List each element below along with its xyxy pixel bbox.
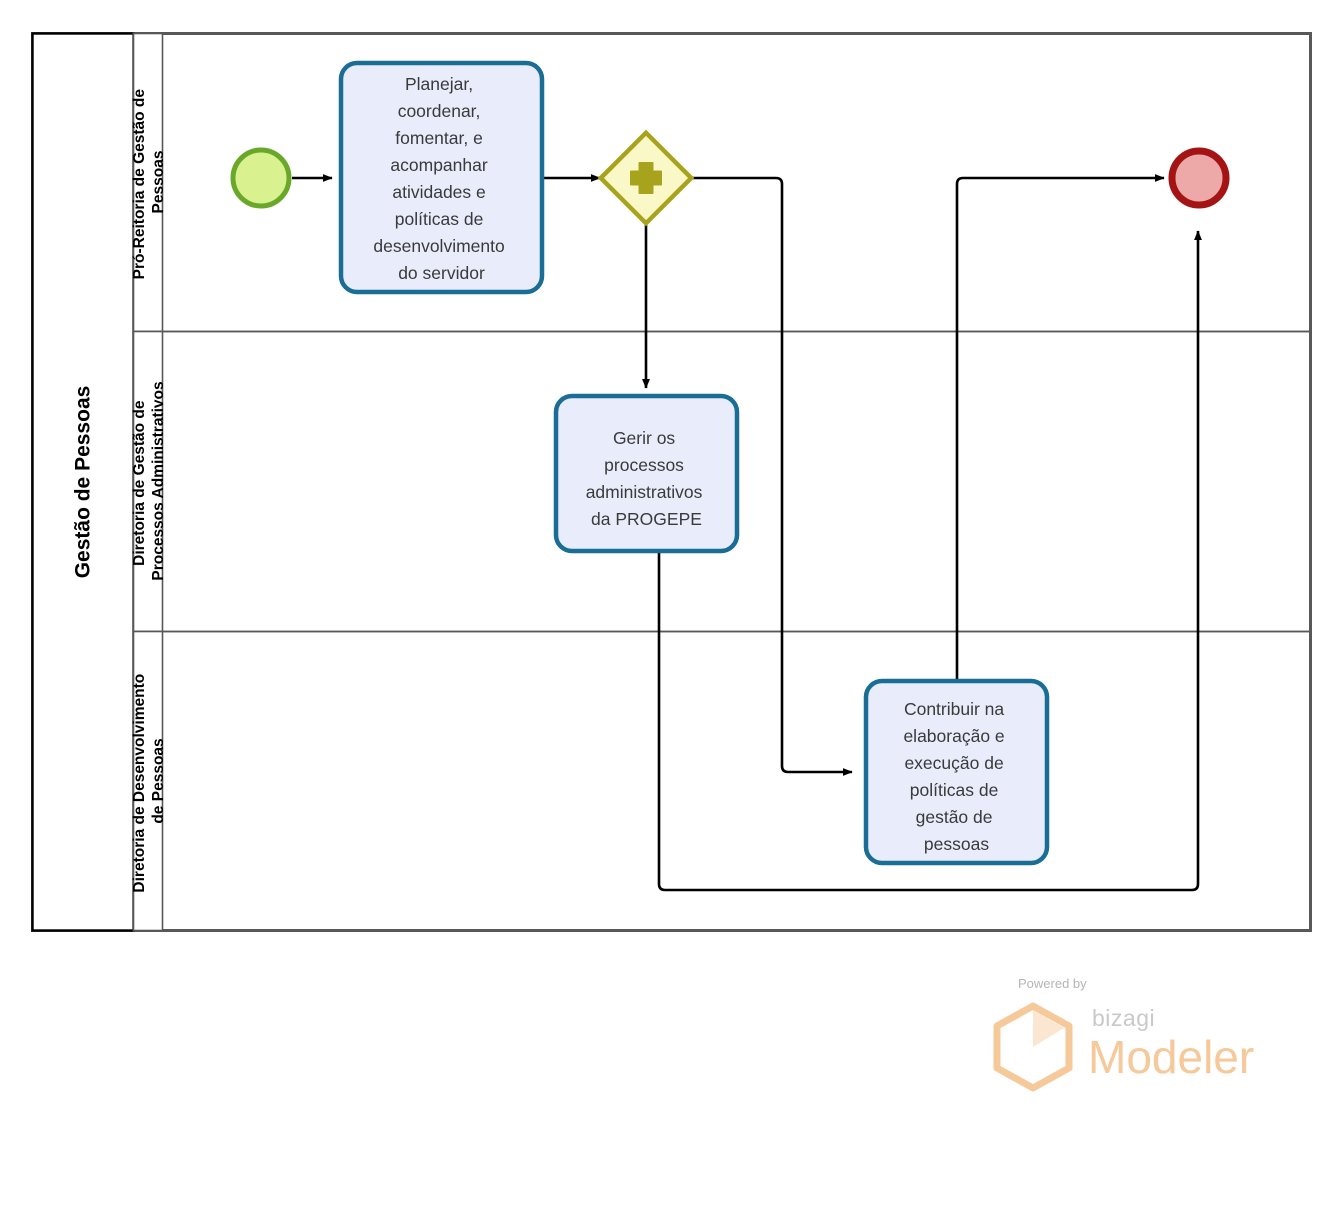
powered-by-label: Powered by	[1018, 976, 1087, 991]
task-contribuir-box	[863, 678, 1050, 866]
lane-diretoria-de-desenvolvimento-de-pessoas[interactable]: Diretoria de Desenvolvimento de Pessoas	[131, 630, 1312, 932]
lane-1-header-band	[132, 32, 164, 333]
flow-gateway-to-contribuir[interactable]	[692, 176, 853, 776]
pool-title: Gestão de Pessoas	[72, 386, 95, 579]
bizagi-watermark: Powered by bizagi Modeler	[993, 976, 1254, 1092]
task-gerir-label: Gerir os processos administrativos da PR…	[586, 428, 708, 529]
lane-3-header-band	[132, 630, 164, 932]
task-planejar-box	[338, 60, 545, 295]
flow-gerir-to-end[interactable]	[657, 230, 1202, 892]
task-contribuir-label: Contribuir na elaboração e execução de p…	[903, 699, 1009, 854]
end-event[interactable]	[1168, 147, 1230, 209]
task-gerir-processos[interactable]: Gerir os processos administrativos da PR…	[553, 393, 740, 554]
lane-3-label: Diretoria de Desenvolvimento de Pessoas	[131, 669, 167, 892]
start-event-circle	[230, 147, 292, 209]
end-event-circle	[1168, 147, 1230, 209]
pool-gestao-de-pessoas[interactable]: Gestão de Pessoas Pró-Reitoria de Gestão…	[31, 32, 1312, 932]
lane-diretoria-de-gestao-de-processos-administrativos[interactable]: Diretoria de Gestão de Processos Adminis…	[131, 330, 1312, 633]
bizagi-wordmark: bizagi	[1092, 1005, 1155, 1031]
flow-contribuir-to-end[interactable]	[955, 174, 1165, 681]
sequence-flows	[292, 174, 1202, 892]
task-gerir-box	[553, 393, 740, 554]
modeler-wordmark: Modeler	[1088, 1031, 1254, 1083]
task-contribuir-elaboracao[interactable]: Contribuir na elaboração e execução de p…	[863, 678, 1050, 866]
lane-1-label: Pró-Reitoria de Gestão de Pessoas	[131, 85, 167, 280]
pool-header-band	[31, 32, 135, 932]
parallel-gateway[interactable]	[597, 129, 695, 227]
start-event[interactable]	[230, 147, 292, 209]
bizagi-hexagon-icon	[993, 1002, 1073, 1092]
task-planejar-label: Planejar, coordenar, fomentar, e acompan…	[373, 74, 509, 283]
lane-2-label: Diretoria de Gestão de Processos Adminis…	[131, 381, 167, 580]
task-planejar-coordenar[interactable]: Planejar, coordenar, fomentar, e acompan…	[338, 60, 545, 295]
lane-pro-reitoria-de-gestao-de-pessoas[interactable]: Pró-Reitoria de Gestão de Pessoas	[131, 32, 1312, 333]
plus-icon	[630, 162, 662, 194]
